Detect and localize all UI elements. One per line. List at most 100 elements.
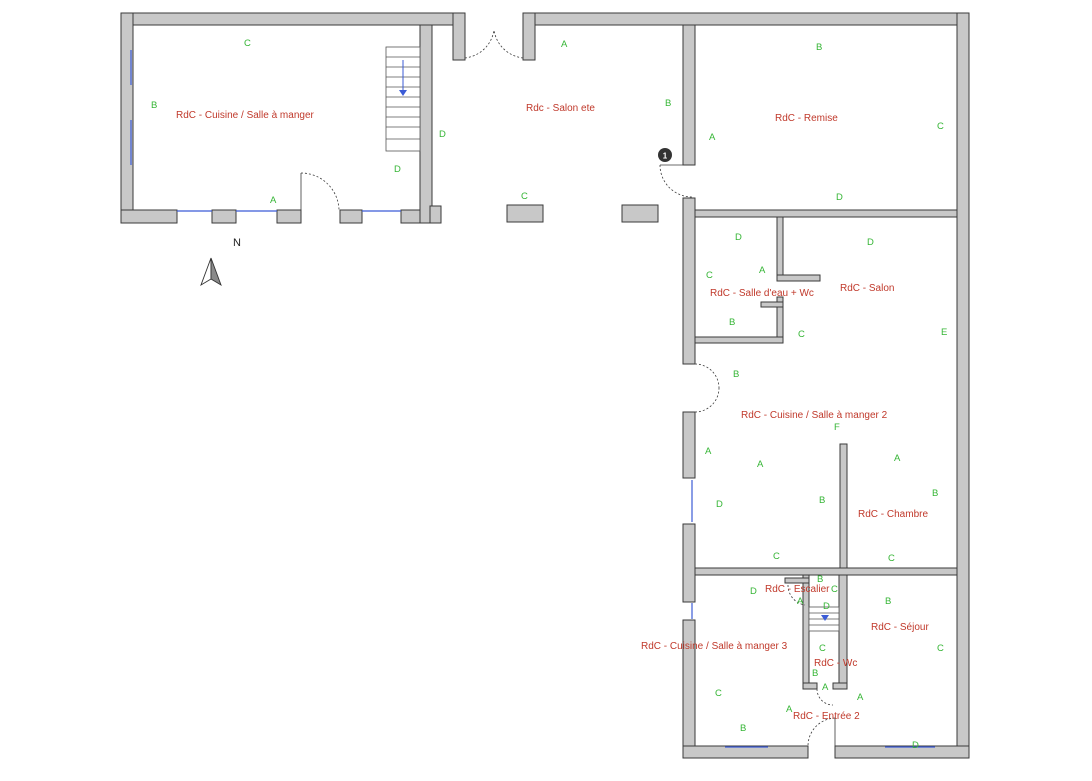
wall-letter: B [665,98,671,109]
wall-letter: B [885,596,891,607]
stair-arrow-icon [821,615,829,621]
wall [682,197,696,365]
wall [120,12,134,224]
windows [130,50,935,748]
wall-letter: D [394,164,401,175]
marker-number: 1 [663,152,668,161]
room-label: RdC - Chambre [858,509,928,520]
wall-letter: A [709,132,716,143]
wall-letter: C [773,551,780,562]
wall-letter: C [888,553,895,564]
wall [694,336,784,344]
doors [300,25,836,747]
wall [682,523,696,603]
wall-letter: A [561,39,568,50]
room-label: RdC - Entrée 2 [793,711,860,722]
room-label: RdC - Salon [840,283,894,294]
wall-letter: C [937,643,944,654]
wall [452,12,466,61]
wall [429,205,442,224]
view-marker: 1 [658,148,672,162]
wall-letter: D [735,232,742,243]
room-label: RdC - Cuisine / Salle à manger 3 [641,641,788,652]
room-label: RdC - Salle d'eau + Wc [710,288,814,299]
wall [682,745,809,759]
wall-letter: C [819,643,826,654]
wall [339,209,363,224]
wall-letter: B [819,495,825,506]
north-label: N [233,237,241,249]
wall-letter: D [823,601,830,612]
wall-letter: B [816,42,822,53]
staircase-2 [808,606,840,632]
door-swing [659,164,693,198]
north-arrow: N [200,237,241,287]
wall-letter: D [716,499,723,510]
wall [682,24,696,166]
wall [211,209,237,224]
wall-letter: A [822,682,829,693]
door-swing [694,363,720,389]
wall-letter: D [867,237,874,248]
wall-letter: B [151,100,157,111]
wall [506,204,544,223]
wall [276,209,302,224]
wall-letter: A [757,459,764,470]
wall [776,274,821,282]
wall-letter: A [894,453,901,464]
wall [834,745,970,759]
wall [120,12,466,26]
wall [120,209,178,224]
wall-letter: F [834,422,840,433]
wall-letter: C [706,270,713,281]
wall [956,12,970,759]
north-arrow-icon [200,257,212,287]
wall [682,411,696,479]
wall [832,682,848,690]
room-label: RdC - Cuisine / Salle à manger [176,110,315,121]
wall [621,204,659,223]
wall-letter: B [812,668,818,679]
door-swing [807,717,836,747]
wall [802,682,818,690]
room-label: RdC - Remise [775,113,838,124]
wall-letter: C [831,584,838,595]
staircase-1 [385,46,421,152]
wall-letter: C [715,688,722,699]
wall [839,443,848,569]
wall-letters: C B A D A B C D B A C D D C A B D E C B … [151,38,947,751]
stair-arrow-icon [399,90,407,96]
wall [522,12,970,26]
room-labels: RdC - Cuisine / Salle à manger Rdc - Sal… [176,103,929,722]
wall-letter: C [937,121,944,132]
wall-letter: A [797,596,804,607]
wall-letter: D [439,129,446,140]
door-swing [300,172,340,211]
wall-letter: C [244,38,251,49]
room-label: RdC - Cuisine / Salle à manger 2 [741,410,888,421]
walls [120,12,970,759]
room-label: RdC - Wc [814,658,857,669]
wall-letter: A [705,446,712,457]
door-swing [694,387,720,413]
wall [694,209,958,218]
wall-letter: E [941,327,947,338]
wall-letter: B [740,723,746,734]
wall [784,577,810,584]
wall-letter: D [912,740,919,751]
room-label: Rdc - Salon ete [526,103,595,114]
wall-letter: A [270,195,277,206]
wall [419,24,433,224]
wall [760,301,784,308]
wall-letter: D [836,192,843,203]
wall-letter: B [932,488,938,499]
door-swing [464,29,495,59]
wall-letter: A [786,704,793,715]
room-label: RdC - Séjour [871,622,929,633]
wall-letter: A [759,265,766,276]
wall [694,567,958,576]
wall-letter: B [729,317,735,328]
wall-letter: C [798,329,805,340]
door-swing [493,29,524,59]
